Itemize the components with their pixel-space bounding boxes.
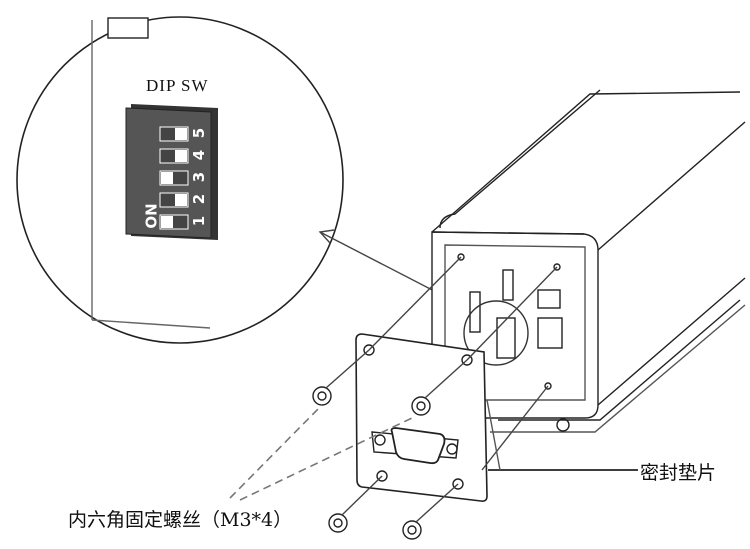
- cover-plate: [355, 333, 488, 502]
- magnifier-circle: [16, 16, 344, 344]
- screw-leader-lines: [229, 404, 413, 501]
- dip-switch-4: [159, 148, 189, 164]
- dip-switch-knob: [161, 216, 173, 228]
- dip-switch-3: [159, 170, 189, 186]
- dip-switch-number: 3: [190, 171, 209, 183]
- component: [107, 17, 149, 39]
- screws-callout-label: 内六角固定螺丝（M3*4）: [68, 509, 293, 531]
- dip-switch-title: DIP SW: [146, 76, 209, 95]
- gasket-callout-label: 密封垫片: [640, 462, 717, 484]
- dip-switch-knob: [175, 194, 187, 206]
- dip-switch-5: [159, 126, 189, 142]
- dip-switch-block: [125, 104, 218, 240]
- dip-on-label: ON: [142, 203, 161, 229]
- dip-switch-knob: [161, 172, 173, 184]
- dip-switch-number: 5: [190, 127, 209, 139]
- dip-switch-knob: [175, 128, 187, 140]
- dip-switch-2: [159, 192, 189, 208]
- dip-switch-knob: [175, 150, 187, 162]
- plate-holes: [363, 344, 473, 490]
- dip-switch-1: [159, 214, 189, 230]
- db9-connector: [371, 427, 459, 465]
- dip-switch-number: 2: [190, 193, 209, 205]
- dip-switch-number: 4: [190, 149, 209, 161]
- dip-switch-number: 1: [190, 215, 209, 227]
- screws: [312, 256, 558, 540]
